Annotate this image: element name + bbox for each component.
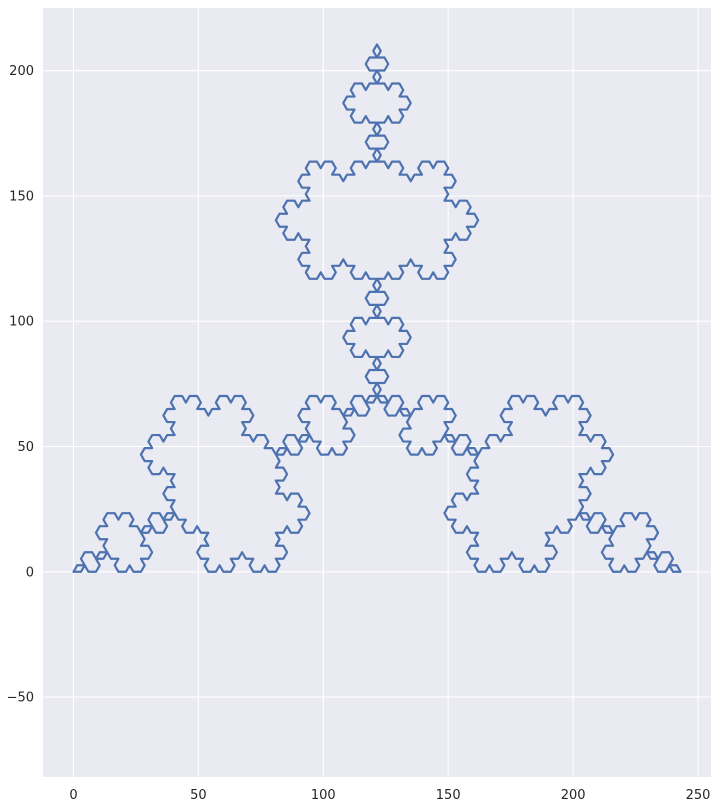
x-tick-label: 0	[69, 788, 77, 803]
y-tick-label: 0	[26, 565, 34, 580]
y-grid	[43, 70, 711, 698]
x-tick-label: 250	[686, 788, 711, 803]
y-tick-label: 150	[9, 189, 34, 204]
x-tick-label: 200	[561, 788, 586, 803]
x-tick-label: 150	[436, 788, 461, 803]
x-tick-labels: 0 50 100 150 200 250	[69, 788, 710, 803]
x-tick-label: 100	[311, 788, 336, 803]
y-tick-label: 200	[9, 64, 34, 79]
y-tick-label: 100	[9, 315, 34, 330]
x-tick-label: 50	[190, 788, 207, 803]
y-tick-labels: −50 0 50 100 150 200	[7, 64, 34, 705]
snowflake-line	[72, 43, 682, 573]
y-tick-label: −50	[7, 691, 34, 706]
y-tick-label: 50	[17, 440, 34, 455]
x-grid	[72, 8, 699, 777]
